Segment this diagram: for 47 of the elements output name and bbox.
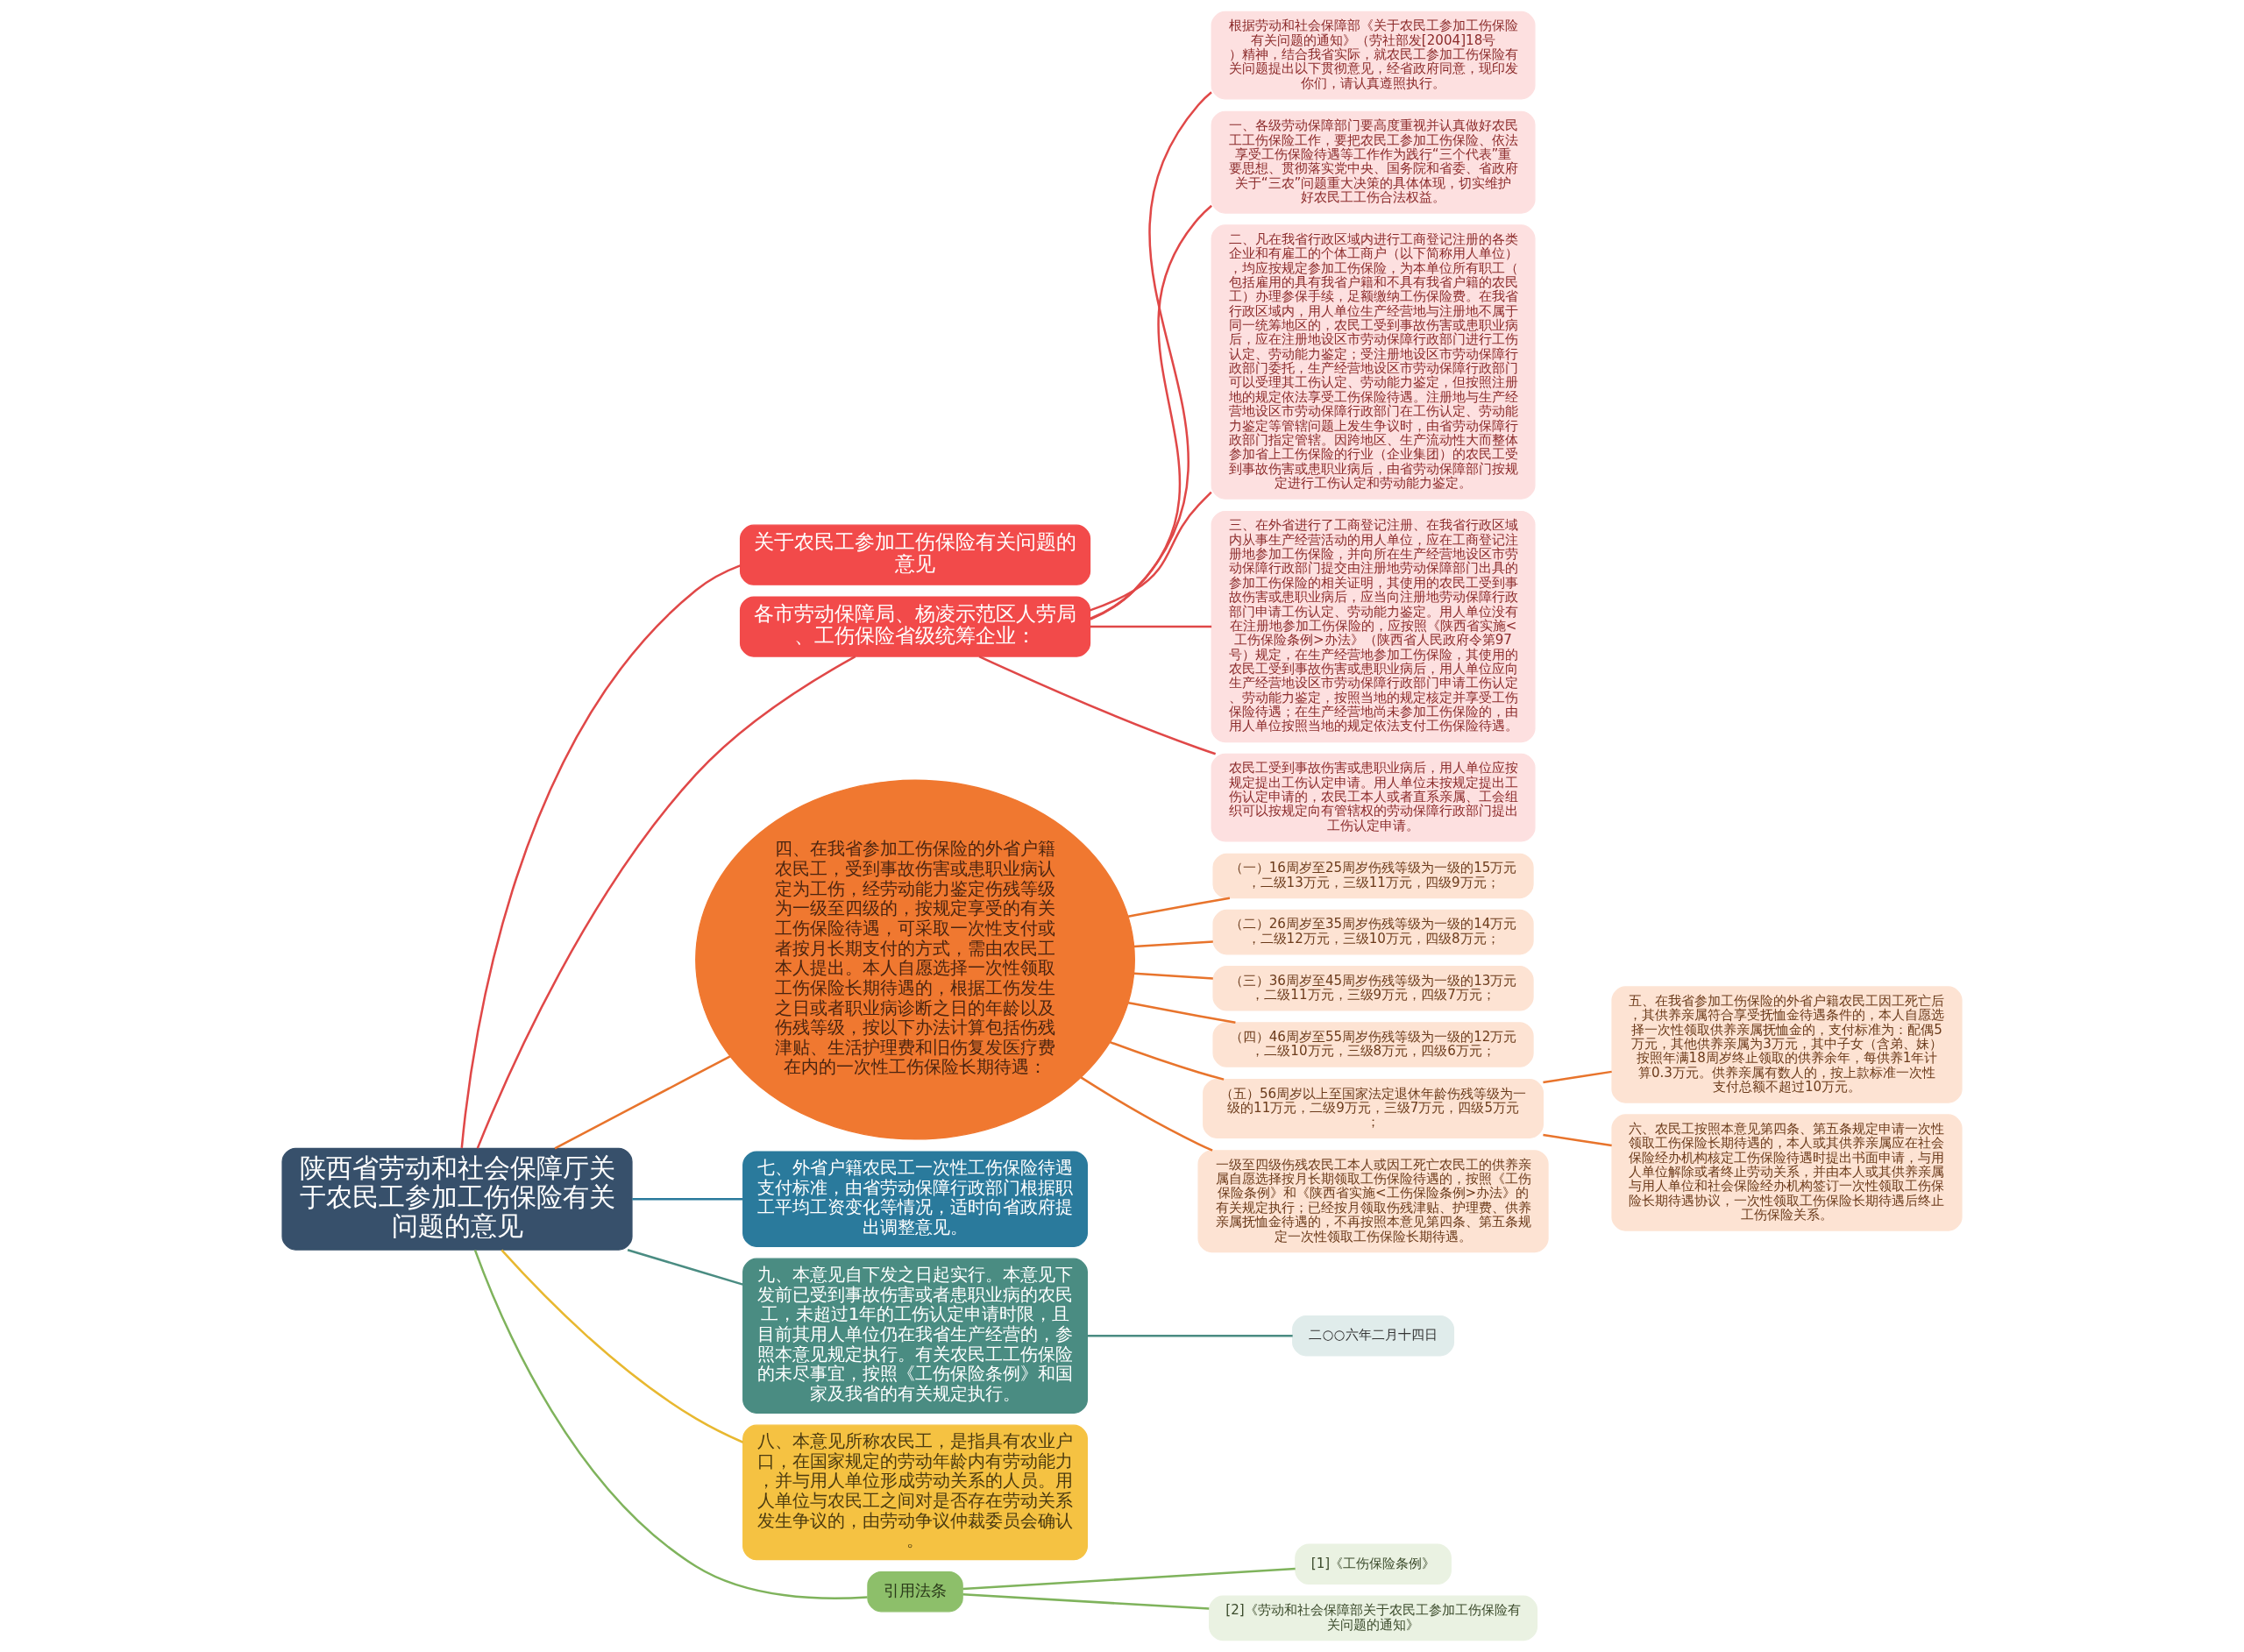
node-box: 五、在我省参加工伤保险的外省户籍农民工因工死亡后，其供养亲属符合享受抚恤金待遇条件的，本人自愿选择一次性领取供养亲属抚恤金的，支付标准为：配偶5万元，其他供养亲属为3万元，其中子女（含弟、妹）按照年满18周岁终止领取的供养余年，每供养1年计算0.3万元。供养亲属有数人的，按上款标准一次性支付总额不超过10万元。	[1611, 986, 1963, 1103]
connector	[627, 1248, 743, 1286]
connector	[1133, 972, 1213, 980]
node-box: （三）36周岁至45周岁伤残等级为一级的13万元，二级11万元，三级9万元，四级7万元；	[1212, 966, 1534, 1011]
connector	[632, 1197, 743, 1201]
node-box: 二○○六年二月十四日	[1292, 1315, 1455, 1357]
node-box: [1]《工伤保险条例》	[1295, 1543, 1452, 1585]
node-box: 九、本意见自下发之日起实行。本意见下发前已受到事故伤害或者患职业病的农民工，未超过1年的工伤认定申请时限，且目前其用人单位仍在我省生产经营的，参照本意见规定执行。有关农民工工伤保险的未尽事宜，按照《工伤保险条例》和国家及我省的有关规定执行。	[742, 1258, 1088, 1414]
node-box: 八、本意见所称农民工，是指具有农业户口，在国家规定的劳动年龄内有劳动能力，并与用人单位形成劳动关系的人员。用人单位与农民工之间对是否存在劳动关系发生争议的，由劳动争议仲裁委员会确认。	[742, 1424, 1088, 1561]
connector	[1090, 204, 1212, 620]
node-box: （四）46周岁至55周岁伤残等级为一级的12万元，二级10万元，三级8万元，四级6万元；	[1212, 1022, 1534, 1067]
connector	[476, 655, 856, 1149]
connector	[1090, 491, 1212, 612]
connector	[1087, 1335, 1293, 1337]
connector	[1127, 897, 1231, 918]
node-box: 关于农民工参加工伤保险有关问题的意见	[739, 524, 1091, 585]
connector	[501, 1249, 744, 1443]
connector	[1543, 1070, 1612, 1084]
node-box: 七、外省户籍农民工一次性工伤保险待遇支付标准，由省劳动保障行政部门根据职工平均工资变化等情况，适时向省政府提出调整意见。	[742, 1151, 1088, 1247]
node-box: 一级至四级伤残农民工本人或因工死亡农民工的供养亲属自愿选择按月长期领取工伤保险待遇的，按照《工伤保险条例》和《陕西省实施<工伤保险条例>办法》的有关规定执行；已经按月领取伤残津贴、护理费、供养亲属抚恤金待遇的，不再按照本意见第四条、第五条规定一次性领取工伤保险长期待遇。	[1197, 1150, 1549, 1253]
connector	[1090, 625, 1212, 628]
node-box: 根据劳动和社会保障部《关于农民工参加工伤保险有关问题的通知》（劳社部发[2004]18号）精神，结合我省实际，就农民工参加工伤保险有关问题提出以下贯彻意见，经省政府同意，现印发你们，请认真遵照执行。	[1211, 11, 1536, 100]
connector	[1090, 91, 1212, 620]
node-box: 三、在外省进行了工商登记注册、在我省行政区域内从事生产经营活动的用人单位，应在工商登记注册地参加工伤保险，并向所在生产经营地设区市劳动保障行政部门提交由注册地劳动保障部门出具的参加工伤保险的相关证明，其使用的农民工受到事故伤害或患职业病后，应当向注册地劳动保障行政部门申请工伤认定、劳动能力鉴定。用人单位没有在注册地参加工伤保险的，应按照《陕西省实施<工伤保险条例>办法》（陕西省人民政府令第97号）规定，在生产经营地参加工伤保险，其使用的农民工受到事故伤害或患职业病后，用人单位应向生产经营地设区市劳动保障行政部门申请工伤认定、劳动能力鉴定，按照当地的规定核定并享受工伤保险待遇；在生产经营地尚未参加工伤保险的，由用人单位按照当地的规定依法支付工伤保险待遇。	[1211, 510, 1536, 743]
node-box: （一）16周岁至25周岁伤残等级为一级的15万元，二级13万元，三级11万元，四级9万元；	[1212, 853, 1534, 899]
node-box: 引用法条	[867, 1570, 963, 1613]
node-box: 农民工受到事故伤害或患职业病后，用人单位应按规定提出工伤认定申请。用人单位未按规定提出工伤认定申请的，农民工本人或者直系亲属、工会组织可以按规定向有管辖权的劳动保障行政部门提出工伤认定申请。	[1211, 753, 1536, 842]
connector	[1080, 1076, 1213, 1152]
node-box: 一、各级劳动保障部门要高度重视并认真做好农民工工伤保险工作，要把农民工参加工伤保险、依法享受工伤保险待遇等工作作为践行“三个代表”重要思想、贯彻落实党中央、国务院和省委、省政府关于“三农”问题重大决策的具体体现，切实维护好农民工工伤合法权益。	[1211, 110, 1536, 214]
connector	[1543, 1133, 1612, 1147]
node-box: [2]《劳动和社会保障部关于农民工参加工伤保险有关问题的通知》	[1209, 1595, 1538, 1641]
node-ellipse: 四、在我省参加工伤保险的外省户籍农民工，受到事故伤害或患职业病认定为工伤，经劳动能力鉴定伤残等级为一级至四级的，按规定享受的有关工伤保险待遇，可采取一次性支付或者按月长期支付的方式，需由农民工本人提出。本人自愿选择一次性领取工伤保险长期待遇的，根据工伤发生之日或者职业病诊断之日的年龄以及伤残等级，按以下办法计算包括伤残津贴、生活护理费和旧伤复发医疗费在内的一次性工伤保险长期待遇：	[695, 779, 1135, 1140]
connector	[978, 655, 1217, 755]
node-box: 二、凡在我省行政区域内进行工商登记注册的各类企业和有雇工的个体工商户（以下简称用人单位），均应按规定参加工伤保险，为本单位所有职工（包括雇用的具有我省户籍和不具有我省户籍的农民工）办理参保手续，足额缴纳工伤保险费。在我省行政区域内，用人单位生产经营地与注册地不属于同一统筹地区的，农民工受到事故伤害或患职业病后，应在注册地设区市劳动保障行政部门进行工伤认定、劳动能力鉴定；受注册地设区市劳动保障行政部门委托，生产经营地设区市劳动保障行政部门可以受理其工伤认定、劳动能力鉴定，但按照注册地的规定依法享受工伤保险待遇。注册地与生产经营地设区市劳动保障行政部门在工伤认定、劳动能力鉴定等管辖问题上发生争议时，由省劳动保障行政部门指定管辖。因跨地区、生产流动性大而整体参加省上工伤保险的行业（企业集团）的农民工受到事故伤害或患职业病后，由省劳动保障部门按规定进行工伤认定和劳动能力鉴定。	[1211, 224, 1536, 500]
node-box: 陕西省劳动和社会保障厅关于农民工参加工伤保险有关问题的意见	[281, 1147, 633, 1251]
node-box: 六、农民工按照本意见第四条、第五条规定申请一次性领取工伤保险长期待遇的，本人或其供养亲属应在社会保险经办机构核定工伤保险待遇时提出书面申请，与用人单位解除或者终止劳动关系，并由本人或其供养亲属与用人单位和社会保险经办机构签订一次性领取工伤保险长期待遇协议，一次性领取工伤保险长期待遇后终止工伤保险关系。	[1611, 1114, 1963, 1231]
node-box: （五）56周岁以上至国家法定退休年龄伤残等级为一级的11万元，二级9万元，三级7万元，四级5万元；	[1203, 1079, 1544, 1138]
connector	[962, 1593, 1210, 1610]
connector	[1133, 940, 1213, 948]
connector	[460, 564, 741, 1149]
connector	[1109, 1040, 1225, 1081]
connector	[1127, 1002, 1236, 1024]
connector	[473, 1249, 868, 1599]
node-box: 各市劳动保障局、杨凌示范区人劳局、工伤保险省级统筹企业：	[739, 596, 1091, 657]
node-box: （二）26周岁至35周岁伤残等级为一级的14万元，二级12万元，三级10万元，四级8万元；	[1212, 909, 1534, 955]
connector	[962, 1567, 1296, 1591]
connector	[554, 1055, 731, 1150]
